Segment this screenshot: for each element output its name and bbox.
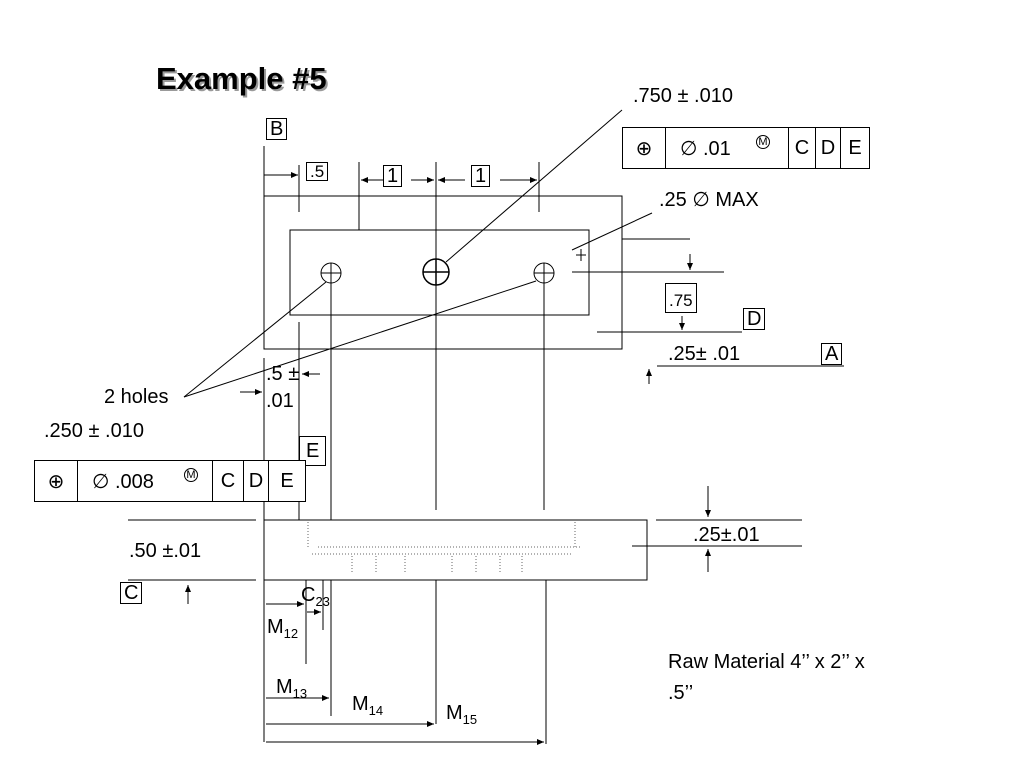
hole-left-icon xyxy=(320,262,342,284)
holes-label: 2 holes xyxy=(104,386,169,408)
raw-material-line1: Raw Material 4’’ x 2’’ x xyxy=(668,651,865,673)
fcf-top-tolerance-value: ∅ .01 xyxy=(680,137,731,160)
basic-dim-one-a: 1 xyxy=(383,165,403,187)
label-c23: C23 xyxy=(301,584,330,609)
datum-d: D xyxy=(743,308,766,330)
basic-dim-75: .75 xyxy=(665,283,697,313)
page-title: Example #5 xyxy=(156,61,327,96)
label-m12: M12 xyxy=(267,616,299,641)
hole-right-icon xyxy=(533,262,555,284)
half-tol-line1: .5 ± xyxy=(266,363,300,385)
fcf-holes-mmc-modifier: M xyxy=(184,468,198,482)
crosshair-marker-icon xyxy=(576,249,586,261)
label-m15: M15 xyxy=(446,702,478,727)
position-symbol-icon: ⊕ xyxy=(635,137,653,160)
fcf-top-mmc-modifier: M xyxy=(756,135,770,149)
max-callout: .25 ∅ MAX xyxy=(659,189,759,211)
basic-dim-one-b: 1 xyxy=(471,165,491,187)
fcf-top-frame: ⊕ ∅ .01 M C D E xyxy=(622,127,870,169)
side-dim-50: .50 ±.01 xyxy=(129,540,202,562)
fcf-holes-tolerance-value: ∅ .008 xyxy=(92,470,154,493)
datum-e: E xyxy=(299,436,327,466)
datum-c: C xyxy=(120,582,143,604)
fcf-top-datum-3: E xyxy=(840,128,869,168)
basic-dim-half: .5 xyxy=(306,162,329,181)
top-hole-size: .750 ± .010 xyxy=(633,85,733,107)
fcf-top-datum-2: D xyxy=(815,128,840,168)
hole-center-icon xyxy=(422,258,450,286)
label-m13: M13 xyxy=(276,676,308,701)
holes-size: .250 ± .010 xyxy=(44,420,144,442)
side-dim-25: .25±.01 xyxy=(693,524,760,546)
fcf-top-datum-1: C xyxy=(788,128,815,168)
datum-a: A xyxy=(821,343,843,365)
fcf-holes-datum-2: D xyxy=(243,461,268,501)
position-symbol-icon: ⊕ xyxy=(47,470,65,493)
label-m14: M14 xyxy=(352,693,384,718)
raw-material-line2: .5’’ xyxy=(668,682,694,704)
fcf-holes-tolerance: ∅ .008 M xyxy=(77,461,212,501)
datum-b: B xyxy=(266,118,288,140)
part-outline-front xyxy=(263,519,648,581)
fcf-holes-frame: ⊕ ∅ .008 M C D E xyxy=(34,460,306,502)
fcf-holes-datum-3: E xyxy=(268,461,305,501)
fcf-top-tolerance: ∅ .01 M xyxy=(665,128,788,168)
thickness-dim-a: .25± .01 xyxy=(668,343,741,365)
fcf-holes-datum-1: C xyxy=(212,461,243,501)
half-tol-line2: .01 xyxy=(266,390,294,412)
